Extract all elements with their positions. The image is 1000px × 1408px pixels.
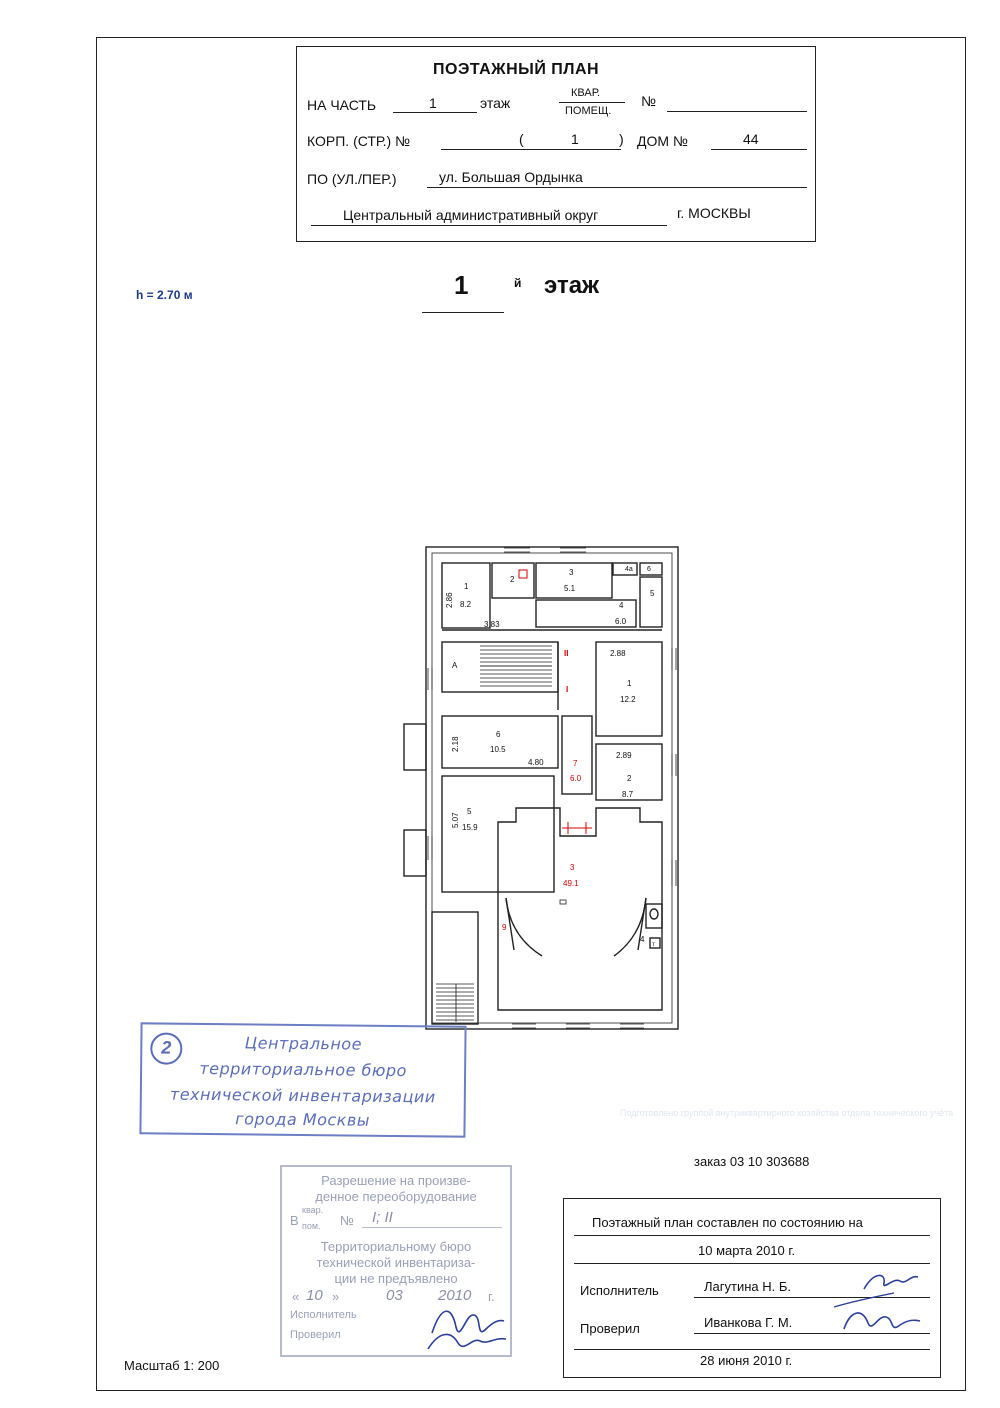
stamp2-date-open: « bbox=[292, 1289, 300, 1304]
header-box: ПОЭТАЖНЫЙ ПЛАН НА ЧАСТЬ 1 этаж КВАР. ПОМ… bbox=[296, 46, 816, 242]
footer-signatures bbox=[833, 1274, 921, 1330]
stamp2-date-close: » bbox=[332, 1289, 340, 1304]
room-r2-label: 2 bbox=[627, 774, 632, 783]
room-r2-area: 8.7 bbox=[622, 790, 634, 799]
stamp2-line-4: Территориальному бюро bbox=[320, 1239, 472, 1254]
footer-state-line: Поэтажный план составлен по состоянию на bbox=[592, 1215, 863, 1230]
dom-value: 44 bbox=[743, 131, 759, 147]
floor-suffix: й bbox=[514, 276, 522, 290]
room-7-area: 6.0 bbox=[570, 774, 582, 783]
footer-final-date: 28 июня 2010 г. bbox=[700, 1353, 793, 1368]
stamp2-date-suffix: г. bbox=[488, 1289, 495, 1304]
stamp2-v: В bbox=[290, 1213, 299, 1228]
room-r1-dim: 2.88 bbox=[610, 649, 626, 658]
stamp2-line-1: Разрешение на произве- bbox=[321, 1173, 471, 1188]
stamp2-isp: Исполнитель bbox=[290, 1309, 357, 1321]
stamp-line-3: технической инвентаризации bbox=[169, 1084, 436, 1107]
scale-label: Масштаб 1: 200 bbox=[124, 1358, 220, 1373]
footer-box: Поэтажный план составлен по состоянию на… bbox=[563, 1198, 941, 1378]
footer-state-date: 10 марта 2010 г. bbox=[698, 1243, 796, 1258]
stamp2-prov: Проверил bbox=[290, 1329, 341, 1341]
wc-t-label: т bbox=[652, 942, 655, 948]
room-r1-area: 12.2 bbox=[620, 695, 636, 704]
korp-close: ) bbox=[619, 131, 624, 147]
stamp2-num-value: I; II bbox=[372, 1209, 393, 1226]
room-4-label: 4 bbox=[619, 601, 624, 610]
number-label: № bbox=[641, 93, 657, 109]
po-label: ПО (УЛ./ПЕР.) bbox=[307, 171, 397, 187]
room-1-dim-h: 3.83 bbox=[484, 620, 500, 629]
room-3-area: 5.1 bbox=[564, 584, 576, 593]
footer-checker-name: Иванкова Г. М. bbox=[704, 1315, 793, 1330]
district-value: Центральный административный округ bbox=[343, 207, 599, 223]
stamp-permission: Разрешение на произве- денное переоборуд… bbox=[280, 1165, 512, 1357]
stamp2-line-6: ции не предъявлено bbox=[334, 1271, 458, 1286]
order-number: заказ 03 10 303688 bbox=[694, 1154, 810, 1169]
room-1-dim-v: 2.86 bbox=[445, 592, 454, 608]
stamp-line-1: Центральное bbox=[244, 1033, 363, 1054]
stamp2-kvar: квар. bbox=[302, 1205, 324, 1215]
stamp2-line-5: технической инвентариза- bbox=[316, 1255, 476, 1270]
stamp2-date-day: 10 bbox=[306, 1287, 323, 1304]
room-6-dim-h: 4.80 bbox=[528, 758, 544, 767]
stair-a-label: А bbox=[452, 661, 458, 670]
stamp2-date-year: 2010 bbox=[438, 1287, 472, 1304]
stamp-line-4: города Москвы bbox=[235, 1109, 371, 1130]
stamp2-line-2: денное переоборудование bbox=[315, 1189, 477, 1204]
room-5-dim: 5.07 bbox=[451, 812, 460, 828]
footer-executor-label: Исполнитель bbox=[580, 1283, 659, 1298]
hall-area: 49.1 bbox=[563, 879, 579, 888]
page-frame bbox=[96, 37, 966, 1391]
kvar-label: КВАР. bbox=[571, 87, 601, 99]
room-6-label: 6 bbox=[496, 730, 501, 739]
stamp2-num-label: № bbox=[340, 1213, 354, 1228]
floor-height: h = 2.70 м bbox=[136, 288, 193, 302]
korp-value: 1 bbox=[571, 131, 579, 147]
mark-II: II bbox=[564, 649, 568, 658]
room-5-area: 15.9 bbox=[462, 823, 478, 832]
etazh-label: этаж bbox=[480, 95, 511, 111]
room-6-dim-v: 2.18 bbox=[451, 736, 460, 752]
room-7-label: 7 bbox=[573, 759, 578, 768]
stamp-line-2: территориальное бюро bbox=[199, 1058, 407, 1081]
room-4a-label: 4а bbox=[625, 566, 633, 573]
footer-executor-name: Лагутина Н. Б. bbox=[704, 1279, 791, 1294]
stamp2-pom: пом. bbox=[302, 1221, 321, 1231]
room-r1-label: 1 bbox=[627, 679, 632, 688]
room-4-area: 6.0 bbox=[615, 617, 627, 626]
room-1-area: 8.2 bbox=[460, 600, 472, 609]
plan-title: ПОЭТАЖНЫЙ ПЛАН bbox=[433, 61, 600, 78]
stamp2-date-month: 03 bbox=[386, 1287, 403, 1304]
room-4b-label: 4 bbox=[640, 935, 645, 944]
city-value: г. МОСКВЫ bbox=[677, 205, 751, 221]
room-5s-label: 5 bbox=[650, 589, 655, 598]
room-6-area: 10.5 bbox=[490, 745, 506, 754]
room-6s-label: 6 bbox=[647, 566, 651, 573]
hall-label: 3 bbox=[570, 863, 575, 872]
na-chast-value: 1 bbox=[429, 95, 437, 111]
stamp2-signature bbox=[427, 1310, 507, 1350]
room-5-label: 5 bbox=[467, 807, 472, 816]
floor-plan: 1 8.2 2.86 3.83 2 3 5.1 4 6.0 4а 6 5 А I… bbox=[403, 546, 679, 1030]
korp-label: КОРП. (СТР.) № bbox=[307, 133, 411, 149]
street-value: ул. Большая Ордынка bbox=[439, 169, 583, 185]
room-3-label: 3 bbox=[569, 568, 574, 577]
floor-number: 1 bbox=[454, 270, 469, 300]
floor-word: этаж bbox=[544, 272, 600, 299]
room-9-label: 9 bbox=[502, 923, 507, 932]
korp-open: ( bbox=[519, 131, 524, 147]
room-2-label: 2 bbox=[510, 575, 515, 584]
faint-watermark-text: Подготовлено группой внутриквартирного х… bbox=[620, 1108, 954, 1118]
dom-label: ДОМ № bbox=[637, 133, 688, 149]
mark-I: I bbox=[566, 685, 568, 694]
stamp-btі: 2 Центральное территориальное бюро техни… bbox=[139, 1022, 467, 1138]
room-1-label: 1 bbox=[464, 582, 469, 591]
footer-checker-label: Проверил bbox=[580, 1321, 640, 1336]
pomeshch-label: ПОМЕЩ. bbox=[565, 105, 612, 117]
room-r2-dim: 2.89 bbox=[616, 751, 632, 760]
na-chast-label: НА ЧАСТЬ bbox=[307, 97, 377, 113]
